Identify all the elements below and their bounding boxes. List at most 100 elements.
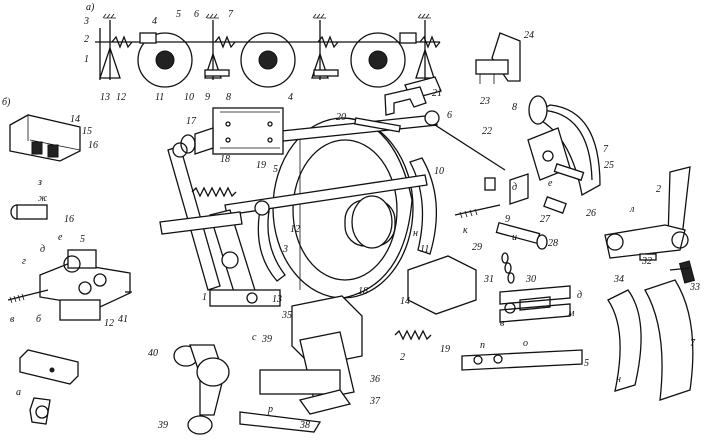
wheel-right <box>350 32 406 88</box>
label-6: 6 <box>447 110 452 121</box>
screw-29 <box>454 177 501 219</box>
label-1: 1 <box>202 292 207 303</box>
label-37: 37 <box>369 396 381 407</box>
label-35: 35 <box>281 310 292 321</box>
label-11: 11 <box>420 244 429 255</box>
label-38: 38 <box>299 420 310 431</box>
spring-19-upper <box>191 186 237 198</box>
letter-e: е <box>58 232 63 243</box>
label-13: 13 <box>100 92 110 103</box>
label-13: 13 <box>272 294 282 305</box>
spring-19-lower <box>394 329 432 341</box>
label-27: 27 <box>540 214 551 225</box>
brake-shoe-3 <box>257 198 286 282</box>
bracket-21 <box>384 86 427 116</box>
label-26: 26 <box>586 208 596 219</box>
label-5: 5 <box>273 164 278 175</box>
label-36: 36 <box>369 374 380 385</box>
label-24: 24 <box>524 30 534 41</box>
label-7: 7 <box>228 9 234 20</box>
label-3: 3 <box>83 16 89 27</box>
label-12: 12 <box>116 92 126 103</box>
letter-v2: в <box>500 318 505 329</box>
letter-n: н <box>616 374 621 385</box>
label-11: 11 <box>155 92 164 103</box>
label-10: 10 <box>434 166 444 177</box>
label-18: 18 <box>220 154 230 165</box>
letter-g: г <box>22 256 26 267</box>
label-4: 4 <box>288 92 293 103</box>
bracket-24 <box>475 32 521 84</box>
pin-27 <box>543 196 567 214</box>
letter-b: б <box>36 314 42 325</box>
label-8: 8 <box>226 92 231 103</box>
label-16: 16 <box>88 140 98 151</box>
label-41: 41 <box>118 314 128 325</box>
label-16b: 16 <box>64 214 74 225</box>
label-7: 7 <box>603 144 609 155</box>
label-14: 14 <box>400 296 410 307</box>
label-29: 29 <box>472 242 482 253</box>
label-10: 10 <box>184 92 194 103</box>
panel-b-letters: и к л м н о п с р д в н д е <box>252 178 635 415</box>
label-2b: 2 <box>400 352 405 363</box>
suspension-links <box>95 13 441 80</box>
label-30: 30 <box>525 274 536 285</box>
label-15: 15 <box>82 126 92 137</box>
clamp-dvm <box>499 285 571 323</box>
pin-20 <box>354 117 401 133</box>
brake-shoe-10 <box>409 157 437 255</box>
letter-s: с <box>252 332 257 343</box>
label-5: 5 <box>176 9 181 20</box>
chain-30 <box>501 252 515 284</box>
label-2: 2 <box>656 184 661 195</box>
panel-a-label: а) <box>86 2 95 13</box>
label-5b: 5 <box>584 358 589 369</box>
label-33: 33 <box>689 282 700 293</box>
label-28: 28 <box>548 238 558 249</box>
label-31: 31 <box>483 274 494 285</box>
lever-system <box>159 76 442 307</box>
letter-i: и <box>512 232 517 243</box>
bar-b <box>19 349 79 385</box>
label-25: 25 <box>604 160 614 171</box>
label-4: 4 <box>152 16 157 27</box>
label-20: 20 <box>336 112 346 123</box>
panel-a-schematic: а) <box>83 2 441 103</box>
brake-shoe-33-34 <box>607 260 696 401</box>
letter-zh: ж <box>38 193 48 204</box>
sector-assembly-7 <box>509 95 601 205</box>
letter-r: р <box>267 404 273 415</box>
label-39b: 39 <box>157 420 168 431</box>
label-22: 22 <box>482 126 492 137</box>
label-9: 9 <box>205 92 210 103</box>
label-23: 23 <box>480 96 490 107</box>
letter-l: л <box>629 204 635 215</box>
block-14-center <box>407 255 477 315</box>
label-34: 34 <box>613 274 624 285</box>
label-3: 3 <box>282 244 288 255</box>
label-8: 8 <box>512 102 517 113</box>
label-40: 40 <box>148 348 158 359</box>
label-39: 39 <box>261 334 272 345</box>
letter-z: з <box>37 177 42 188</box>
rod-22 <box>434 124 506 171</box>
label-21: 21 <box>432 88 442 99</box>
pin-28 <box>495 221 548 250</box>
letter-m: м <box>567 308 575 319</box>
assembly-41-12 <box>7 249 132 321</box>
label-12: 12 <box>290 224 300 235</box>
clip-a <box>29 397 51 425</box>
panel-b-label: б) <box>2 97 11 108</box>
wheel-center <box>240 32 296 88</box>
letter-p: п <box>480 340 485 351</box>
letter-d3: д <box>512 182 517 193</box>
label-12-left: 12 <box>104 318 114 329</box>
block-14-15-16 <box>9 114 81 162</box>
panel-a-labels: 3 4 5 6 7 2 1 13 12 11 10 9 8 <box>83 9 234 103</box>
label-7b: 7 <box>690 338 696 349</box>
letter-o: о <box>523 338 528 349</box>
bar-5 <box>461 349 583 371</box>
letter-d: д <box>40 244 45 255</box>
